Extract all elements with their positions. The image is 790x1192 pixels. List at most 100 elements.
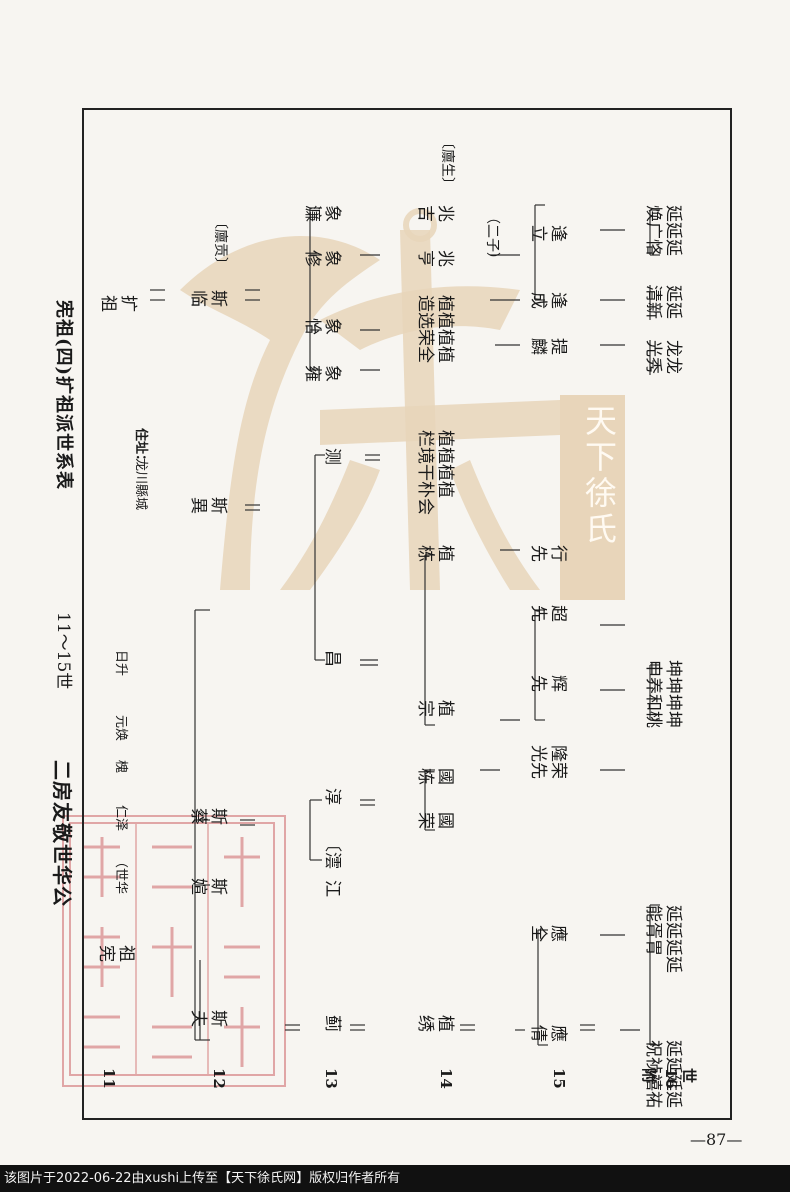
generation-range: 11～15世 [53, 612, 73, 690]
name-xiang-lian-b: 濂 [302, 205, 322, 222]
name-feng-li-b: 立 [528, 225, 548, 242]
name-ying-quan-b: 全 [528, 925, 548, 942]
name-yan-b-1: 延延延延 [663, 905, 683, 973]
name-yan-c-2: 清新 [643, 285, 663, 319]
name-guo-dong-a: 國 [435, 768, 455, 785]
name-si-yi-a: 斯 [208, 497, 228, 514]
name-feng-li-a: 逢 [548, 225, 568, 242]
name-xiang-xiu-a: 象 [322, 250, 342, 267]
name-xing-xian-b: 先 [528, 545, 548, 562]
name-si-fu-b: 夫 [188, 1010, 208, 1027]
zhao-ji-note: 〔廪生〕 [439, 135, 455, 191]
genealogy-table-frame [82, 108, 732, 1120]
brother-renze: 仁泽 [113, 805, 128, 832]
name-zhao-heng-b: 亨 [415, 250, 435, 267]
brother-huai: 槐 [113, 760, 128, 774]
name-ying-qian-a: 應 [548, 1025, 568, 1042]
name-guo-rong-b: 荣 [415, 812, 435, 829]
name-xiang-yong-b: 雍 [302, 365, 322, 382]
gen-label-15: 15 [550, 1068, 568, 1089]
watermark-text-panel [560, 395, 625, 600]
si-lin-note: 〔廪贡〕 [212, 215, 228, 271]
name-zhao-ji-a: 兆 [435, 205, 455, 222]
name-xiang-yi-a: 象 [322, 318, 342, 335]
name-xiang-lian-a: 象 [322, 205, 342, 222]
name-zhi-dong-b: 栋 [415, 545, 435, 562]
name-xing-xian-a: 行 [548, 545, 568, 562]
name-ti-lin-a: 提 [548, 338, 568, 355]
name-yu: 〔澐 [322, 835, 342, 869]
name-long-2: 光秀 [643, 340, 663, 374]
name-si-yi-b: 異 [188, 497, 208, 514]
name-feng-cheng-b: 成 [528, 292, 548, 309]
name-chang: 昌 [322, 650, 342, 667]
name-zhao-heng-a: 兆 [435, 250, 455, 267]
name-si-xuan-b: 媗 [188, 878, 208, 895]
page-number: —87— [690, 1130, 743, 1149]
name-hui-xian-a: 辉 [548, 675, 568, 692]
name-si-lin-a: 斯 [208, 290, 228, 307]
name-chao-xian-a: 超 [548, 605, 568, 622]
name-guo-dong-b: 栋 [415, 768, 435, 785]
name-zhi-multi-b: 栏境干朴会 [415, 430, 435, 515]
document-title: 二房友敬世华公 [50, 760, 74, 907]
name-ti-lin-b: 麟 [528, 338, 548, 355]
name-kun-2: 申养和桃 [643, 660, 663, 728]
watermark-logo-icon [180, 208, 560, 590]
name-xianzu-a: 宪 [96, 945, 116, 962]
name-yan-d-1: 延延延 [663, 205, 683, 256]
zhao-ji-note2: （二子） [484, 210, 500, 266]
upload-footer: 该图片于2022-06-22由xushi上传至【天下徐氏网】版权归作者所有 [0, 1165, 790, 1192]
name-si-fu-a: 斯 [208, 1010, 228, 1027]
name-si-cai-b: 蔡 [188, 808, 208, 825]
residence-value: 龙川縣城 [133, 458, 148, 511]
name-zhi-zong-b: 宗 [415, 700, 435, 717]
name-xianzu-b: 祖 [116, 945, 136, 962]
name-guo-rong-a: 國 [435, 812, 455, 829]
brother-risheng: 日升 [113, 650, 128, 677]
branch-title: 宪祖(四)扩祖派世系表 [53, 300, 74, 491]
name-long-1: 龙龙 [663, 340, 683, 374]
name-zhi-multi-a: 植植植植 [435, 430, 455, 498]
watermark-vertical-text: 天下徐氏 [580, 404, 618, 548]
name-ying-qian-b: 倩 [528, 1025, 548, 1042]
brother-yuanhuan: 元焕 [113, 715, 128, 742]
name-kuozu-b: 祖 [98, 295, 118, 312]
name-chao-xian-b: 先 [528, 605, 548, 622]
name-yan-a-1: 延延延延 [663, 1040, 683, 1108]
name-kuozu-a: 扩 [118, 295, 138, 312]
name-long-rong-b: 光先 [528, 745, 548, 779]
name-zhi-xiu-a: 植 [435, 1015, 455, 1032]
gen-label-11: 11 [100, 1068, 118, 1089]
name-xiang-yi-b: 怡 [302, 318, 322, 335]
name-hui-xian-b: 先 [528, 675, 548, 692]
name-jian: 蓟 [322, 1015, 342, 1032]
name-si-lin-b: 临 [188, 290, 208, 307]
name-ce: 测 [322, 448, 342, 465]
name-chun: 淳 [322, 788, 342, 805]
name-zhi-quad-b: 造选荣全 [415, 295, 435, 363]
collection-seal [62, 815, 286, 1087]
name-si-xuan-a: 斯 [208, 878, 228, 895]
name-zhi-quad-a: 植植植植 [435, 295, 455, 363]
name-yan-b-2: 能胥胃 [643, 905, 663, 956]
name-zhi-dong-a: 植 [435, 545, 455, 562]
name-yan-d-2: 焕广恪 [643, 205, 663, 256]
name-kun-1: 坤坤坤坤 [663, 660, 683, 728]
name-long-rong-a: 隆荣 [548, 745, 568, 779]
name-feng-cheng-a: 逢 [548, 292, 568, 309]
name-zhao-ji-b: 吉 [415, 205, 435, 222]
name-xiang-xiu-b: 修 [302, 250, 322, 267]
gen-label-14: 14 [437, 1068, 455, 1089]
name-xiang-yong-a: 象 [322, 365, 342, 382]
name-ying-quan-a: 應 [548, 925, 568, 942]
name-si-cai-a: 斯 [208, 808, 228, 825]
name-yan-c-1: 延延 [663, 285, 683, 319]
name-yan-a-2: 祝祯禧祐 [643, 1040, 663, 1108]
shihua-note: （世华 [113, 855, 128, 895]
name-zhi-xiu-b: 绣 [415, 1015, 435, 1032]
name-zhi-zong-a: 植 [435, 700, 455, 717]
gen-label-13: 13 [322, 1068, 340, 1089]
